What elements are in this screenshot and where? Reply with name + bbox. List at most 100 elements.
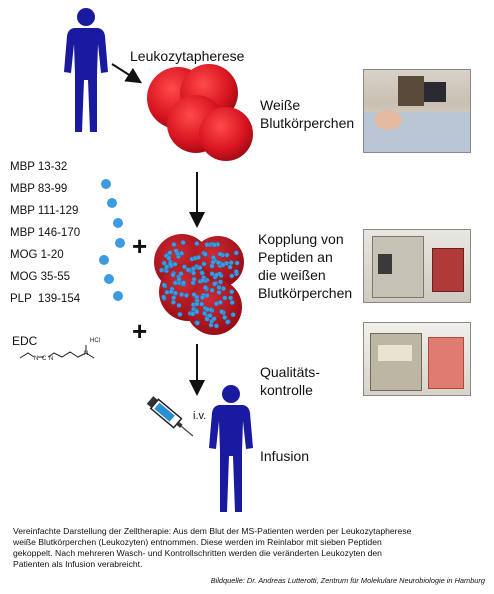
caption-line1: Vereinfachte Darstellung der Zelltherapi… (13, 526, 412, 536)
peptide-coating-dot (170, 272, 176, 278)
white-cells-label: Weiße Blutkörperchen (260, 96, 354, 132)
peptide-coating-dot (229, 289, 235, 295)
photo-coupling-device (363, 229, 471, 303)
caption-line4: Patienten als Infusion verabreicht. (13, 559, 143, 569)
peptide-item: MBP 83-99 (10, 183, 68, 195)
plus-sign-edc: + (132, 316, 148, 346)
edc-n1: N (34, 356, 38, 362)
peptide-coating-dot (216, 284, 222, 290)
peptide-coating-dot (202, 285, 208, 291)
quality-line2: kontrolle (260, 382, 313, 398)
peptide-coating-dot (219, 309, 225, 315)
peptide-item: MOG 35-55 (10, 271, 71, 283)
peptide-coating-dot (166, 255, 172, 261)
peptide-coating-dot (190, 280, 196, 286)
peptide-coating-dot (204, 316, 210, 322)
peptide-coating-dot (234, 260, 240, 266)
peptide-coating-dot (197, 265, 203, 271)
peptide-coating-dot (210, 254, 216, 260)
peptide-coating-dot (177, 311, 183, 317)
peptide-coating-dot (217, 279, 223, 285)
peptide-coating-dot (183, 292, 189, 298)
caption: Vereinfachte Darstellung der Zelltherapi… (13, 526, 483, 570)
control-device (370, 333, 422, 391)
peptide-coating-dot (200, 277, 206, 283)
peptide-coating-dot (227, 264, 233, 270)
white-cells-line1: Weiße (260, 97, 301, 113)
caption-line2: weiße Blutkörperchen (Leukozyten) entnom… (13, 537, 382, 547)
arrow-to-cells (111, 63, 143, 84)
syringe-icon (146, 396, 194, 437)
plus-sign-peptides: + (132, 231, 148, 261)
peptide-coating-dot (181, 264, 187, 270)
peptide-coating-dot (199, 270, 205, 276)
quality-line1: Qualitäts- (260, 364, 320, 380)
peptide-coating-dot (180, 240, 186, 246)
peptide-coating-dot (191, 266, 197, 272)
peptide-coating-dot (191, 270, 197, 276)
peptide-coating-dot (173, 248, 179, 254)
peptide-coating-dot (159, 267, 165, 273)
leukapheresis-label: Leukozytapherese (130, 48, 245, 64)
peptide-coating-dot (185, 267, 191, 273)
peptide-coating-dot (194, 309, 200, 315)
peptide-coating-dot (180, 280, 186, 286)
peptide-coating-dot (194, 301, 200, 307)
coupling-line1: Kopplung von (258, 231, 344, 247)
peptide-coating-dot (199, 295, 205, 301)
peptide-item: MBP 111-129 (10, 205, 79, 217)
peptide-item: MBP 146-170 (10, 227, 81, 239)
peptide-item: PLP 139-154 (10, 293, 81, 305)
apheresis-machine (398, 76, 424, 106)
peptide-coating-dot (161, 260, 167, 266)
peptide-coating-dot (201, 261, 207, 267)
peptide-coating-dot (164, 264, 170, 270)
patient-head (374, 110, 402, 130)
peptide-coating-dot (170, 299, 176, 305)
peptide-coating-dot (161, 282, 167, 288)
person-icon (209, 385, 253, 512)
peptide-coating-dot (199, 301, 205, 307)
peptide-coating-dot (161, 294, 167, 300)
peptide-coating-dot (233, 250, 239, 256)
peptide-coating-dot (172, 290, 178, 296)
image-credit: Bildquelle: Dr. Andreas Lutterotti, Zent… (210, 576, 485, 585)
peptide-coating-dot (222, 295, 228, 301)
infusion-label: Infusion (260, 448, 310, 464)
coupling-line4: Blutkörperchen (258, 285, 353, 301)
peptide-coating-dot (212, 281, 218, 287)
edc-label: EDC (12, 334, 38, 348)
peptide-coating-dot (190, 311, 196, 317)
peptide-coating-dot (220, 286, 226, 292)
peptide-coating-dot (229, 300, 235, 306)
peptide-coating-dot (222, 315, 228, 321)
peptide-coating-dot (168, 289, 174, 295)
peptide-coating-dot (211, 316, 217, 322)
hcl-label: HCl (90, 338, 100, 344)
peptide-coating-dot (202, 310, 208, 316)
peptide-dots (99, 179, 125, 301)
peptide-coating-dot (176, 302, 182, 308)
peptide-coating-dot (224, 252, 230, 258)
peptide-coating-dot (178, 271, 184, 277)
edc-structure-icon (19, 345, 95, 359)
monitor (424, 82, 446, 102)
iv-label: i.v. (193, 410, 207, 422)
peptide-coating-dot (233, 269, 239, 275)
caption-line3: gekoppelt. Nach mehreren Wasch- und Kont… (13, 548, 382, 558)
peptide-coating-dot (204, 307, 210, 313)
peptide-coating-dot (207, 313, 213, 319)
peptide-coating-dot (229, 273, 235, 279)
peptide-coating-dot (179, 250, 185, 256)
peptide-coating-dot (204, 242, 210, 248)
peptide-coating-dot (171, 295, 177, 301)
peptide-coating-dot (164, 289, 170, 295)
device-panel (378, 254, 392, 274)
white-cells-line2: Blutkörperchen (260, 115, 355, 131)
peptide-coating-dot (194, 320, 200, 326)
red-blood-cells-icon (147, 64, 253, 161)
peptide-coating-dot (208, 322, 214, 328)
edc-c: C (42, 356, 47, 362)
peptide-coating-dot (202, 251, 208, 257)
